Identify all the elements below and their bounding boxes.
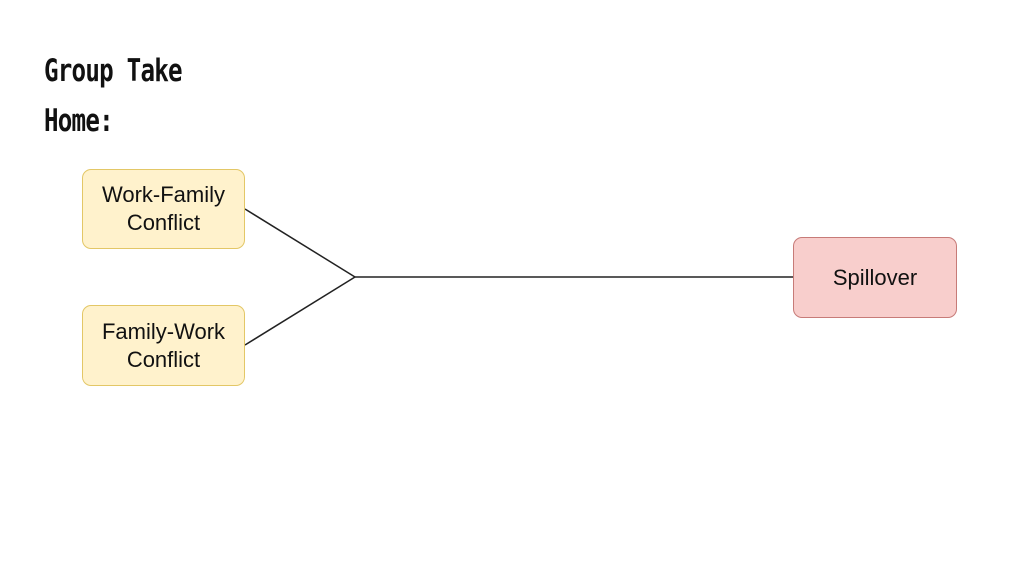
node-spillover-label: Spillover (832, 264, 918, 290)
slide-title-line-1: Group Take (44, 53, 183, 89)
connector-family-work (244, 276, 356, 346)
slide-title-line-2: Home: (44, 103, 114, 139)
node-family-work-conflict-label: Family-Work Conflict (101, 318, 226, 372)
node-work-family-conflict-label: Work-Family Conflict (101, 182, 226, 235)
node-work-family-conflict: Work-Family Conflict (82, 169, 245, 249)
connector-work-family (244, 208, 356, 278)
node-spillover: Spillover (793, 237, 957, 318)
slide-title: Group Take Home: (44, 46, 304, 146)
node-family-work-conflict: Family-Work Conflict (82, 305, 245, 386)
